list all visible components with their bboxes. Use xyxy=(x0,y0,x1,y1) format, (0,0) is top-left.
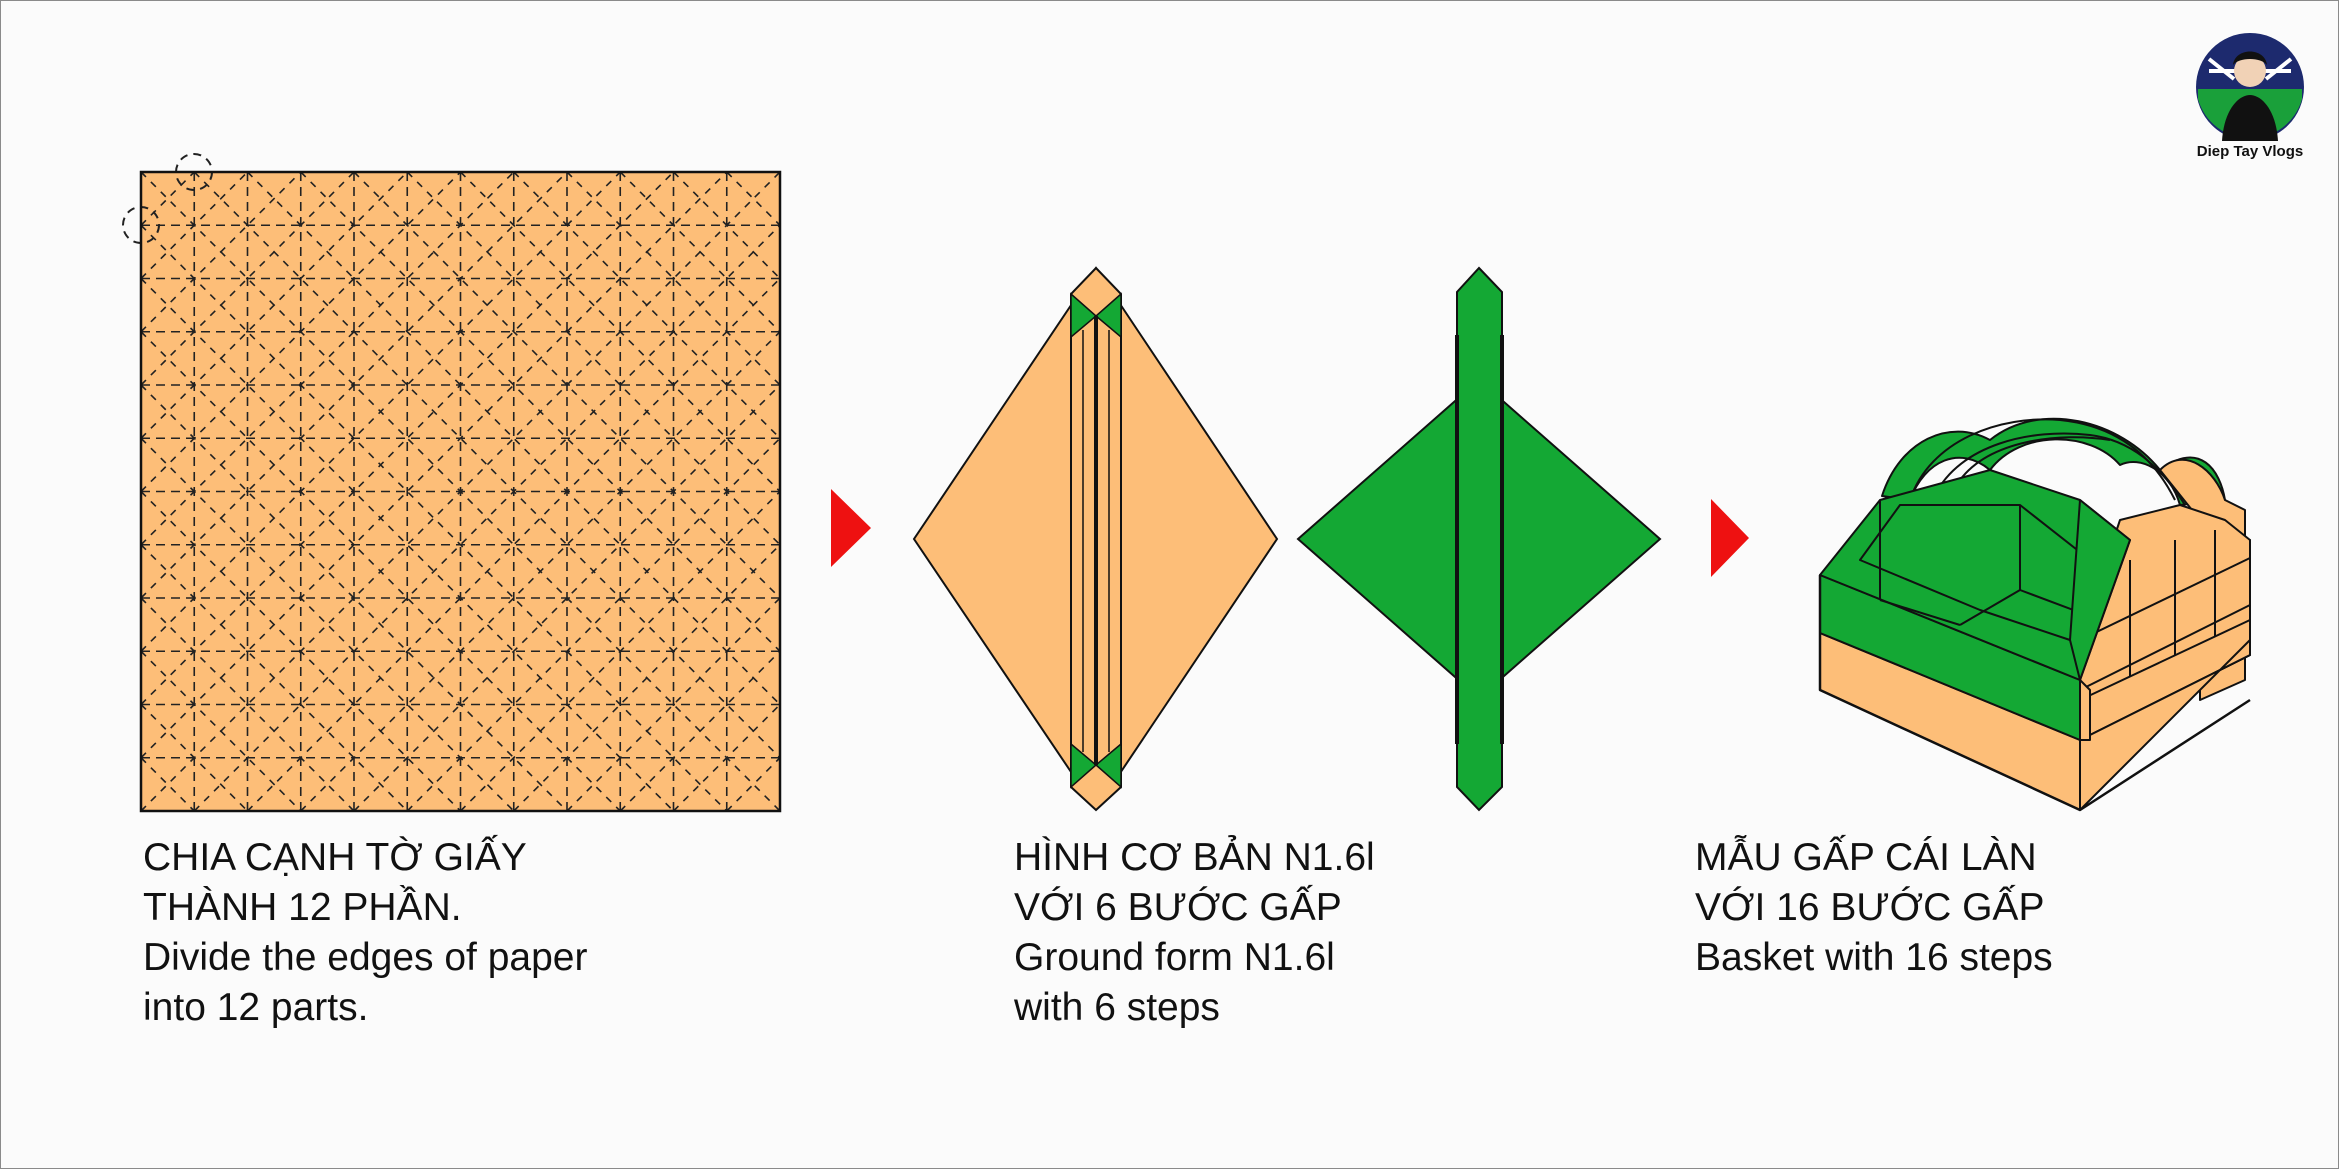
channel-avatar-icon xyxy=(2196,33,2304,141)
step3-caption: MẪU GẤP CÁI LÀN VỚI 16 BƯỚC GẤP Basket w… xyxy=(1695,833,2053,983)
center-strip xyxy=(1456,266,1503,812)
crease-pattern-square xyxy=(122,153,782,813)
crease-line xyxy=(140,757,195,812)
crease-line xyxy=(140,171,568,599)
crease-line xyxy=(193,171,781,759)
logo-text: Diep Tay Vlogs xyxy=(2196,143,2304,160)
crease-line xyxy=(406,437,781,812)
ground-form-back xyxy=(1296,266,1662,812)
crease-line xyxy=(140,437,515,812)
green-corner xyxy=(1094,742,1122,789)
basket-inner-side xyxy=(2069,499,2131,681)
arrow-right-icon xyxy=(831,489,871,567)
basket-3d xyxy=(1818,417,2251,812)
paper-square-border xyxy=(139,170,782,813)
caption-line: THÀNH 12 PHẦN. xyxy=(143,886,462,929)
caption-line: CHIA CẠNH TỜ GIẤY xyxy=(143,836,527,879)
crease-line xyxy=(619,171,781,333)
step2-caption: HÌNH CƠ BẢN N1.6l VỚI 6 BƯỚC GẤP Ground … xyxy=(1014,833,1375,1033)
crease-line xyxy=(619,650,781,812)
caption-line: MẪU GẤP CÁI LÀN xyxy=(1695,836,2037,879)
crease-line xyxy=(140,171,781,812)
crease-line xyxy=(672,703,781,812)
channel-logo: Diep Tay Vlogs xyxy=(2189,29,2311,165)
step1-caption: CHIA CẠNH TỜ GIẤY THÀNH 12 PHẦN. Divide … xyxy=(143,833,587,1033)
crease-line xyxy=(140,224,728,812)
crease-line xyxy=(353,171,781,599)
crease-line xyxy=(726,171,781,226)
caption-line: Ground form N1.6l xyxy=(1014,936,1335,979)
caption-line: VỚI 6 BƯỚC GẤP xyxy=(1014,886,1342,929)
green-corner xyxy=(1070,292,1098,339)
basket-edge xyxy=(2079,679,2091,741)
crease-line xyxy=(353,384,781,812)
crease-line xyxy=(726,757,781,812)
caption-line: Divide the edges of paper xyxy=(143,936,588,979)
crease-line xyxy=(672,171,781,280)
crease-line xyxy=(406,171,781,546)
caption-line: Basket with 16 steps xyxy=(1695,936,2053,979)
caption-line: HÌNH CƠ BẢN N1.6l xyxy=(1014,836,1375,879)
crease-line xyxy=(140,171,195,226)
crease-line xyxy=(513,171,781,439)
green-corner xyxy=(1070,742,1098,789)
green-corner xyxy=(1094,292,1122,339)
caption-line: VỚI 16 BƯỚC GẤP xyxy=(1695,886,2045,929)
crease-line xyxy=(459,490,781,812)
crease-line xyxy=(140,171,515,546)
crease-line xyxy=(513,544,781,812)
caption-line: with 6 steps xyxy=(1014,986,1220,1029)
crease-lines xyxy=(140,171,781,812)
caption-line: into 12 parts. xyxy=(143,986,369,1029)
crease-line xyxy=(140,384,568,812)
arrow-right-icon xyxy=(1711,499,1749,577)
crease-line xyxy=(140,171,728,759)
crease-line xyxy=(193,224,781,812)
ground-form-front xyxy=(912,266,1279,812)
crease-line xyxy=(459,171,781,493)
